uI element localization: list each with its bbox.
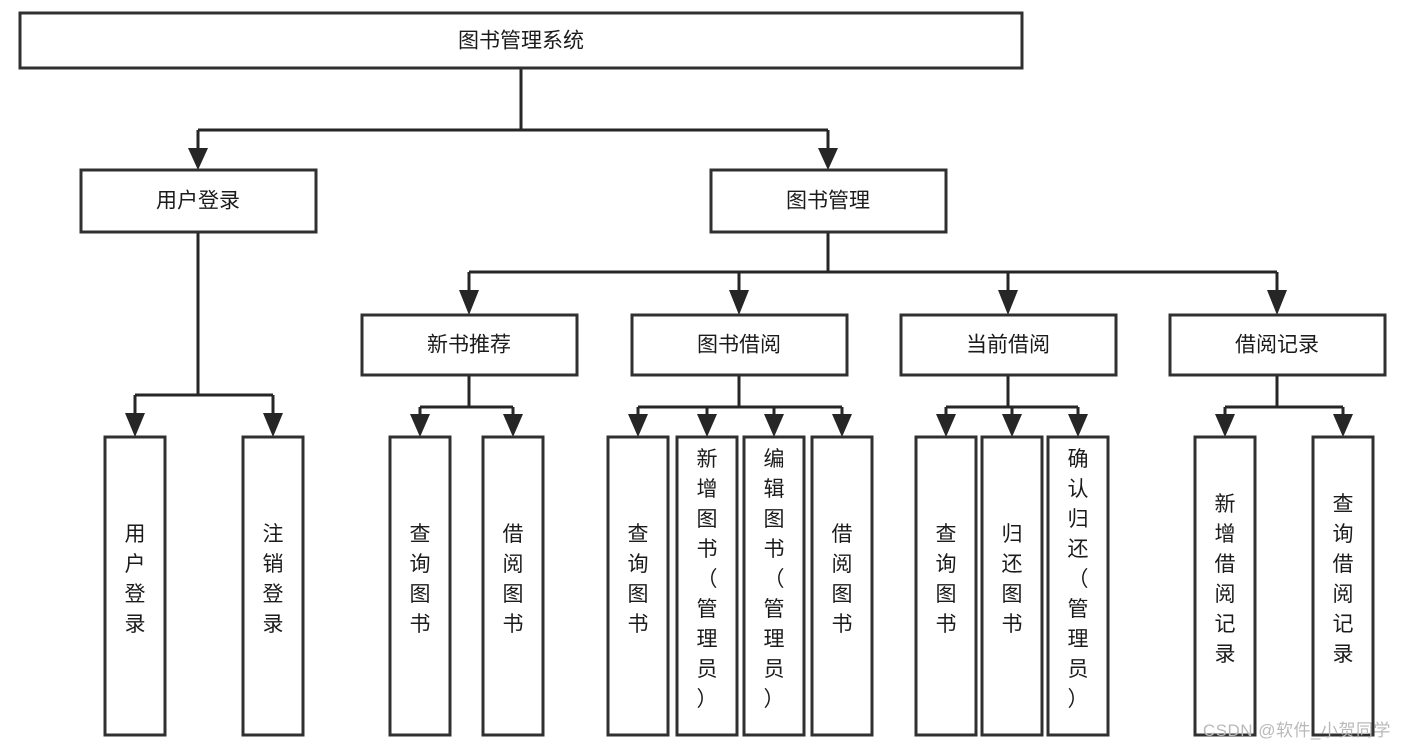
node-leaf-confirm-return-box[interactable] (1046, 435, 1110, 737)
node-leaf-query-book-1-box[interactable] (388, 435, 452, 737)
arrowhead-leaf-user-login (125, 413, 145, 437)
node-leaf-query-book-3-label: 查询图书 (936, 523, 957, 636)
node-leaf-borrow-book-2-label: 借阅图书 (832, 523, 853, 636)
node-leaf-add-book[interactable]: 新增图书（管理员） (675, 435, 739, 737)
node-leaf-borrow-book-2[interactable]: 借阅图书 (810, 435, 874, 737)
node-leaf-query-book-3[interactable]: 查询图书 (914, 435, 978, 737)
node-book-borrow-box[interactable] (630, 313, 849, 377)
edge-book-borrow-bus (636, 375, 844, 417)
arrowhead-user-login (188, 148, 208, 170)
arrowhead-leaf-return-book (1002, 414, 1022, 437)
node-leaf-query-book-2[interactable]: 查询图书 (606, 435, 670, 737)
node-leaf-user-login-box[interactable] (103, 435, 167, 737)
node-user-login-box[interactable] (79, 168, 318, 234)
node-book-manage[interactable]: 图书管理 (709, 168, 948, 234)
edge-borrow-record-bus (1223, 375, 1345, 417)
node-leaf-return-book-box[interactable] (980, 435, 1044, 737)
node-borrow-record-label: 借阅记录 (1235, 334, 1319, 357)
node-leaf-logout-box[interactable] (241, 435, 305, 737)
arrowhead-leaf-edit-book (764, 414, 784, 437)
arrowhead-leaf-borrow-book-1 (503, 414, 523, 437)
node-leaf-borrow-book-2-box[interactable] (810, 435, 874, 737)
node-current-borrow-box[interactable] (899, 313, 1118, 377)
node-leaf-borrow-book-1-label: 借阅图书 (503, 523, 524, 636)
arrowhead-current-borrow (998, 290, 1018, 315)
arrowhead-leaf-add-book (697, 414, 717, 437)
arrowhead-leaf-query-book-2 (628, 414, 648, 437)
arrowhead-book-manage (818, 148, 838, 170)
node-leaf-query-record-box[interactable] (1311, 435, 1375, 737)
node-new-book-rec-label: 新书推荐 (427, 334, 511, 357)
arrowhead-leaf-logout (263, 413, 283, 437)
arrowhead-leaf-query-book-1 (410, 414, 430, 437)
node-leaf-query-record[interactable]: 查询借阅记录 (1311, 435, 1375, 737)
node-leaf-add-record[interactable]: 新增借阅记录 (1193, 435, 1257, 737)
edge-user-login-bus (133, 232, 275, 415)
node-root-label: 图书管理系统 (458, 30, 584, 53)
node-leaf-query-book-2-box[interactable] (606, 435, 670, 737)
node-leaf-edit-book-box[interactable] (742, 435, 806, 737)
node-leaf-user-login-label: 用户登录 (125, 523, 146, 636)
node-leaf-borrow-book-1-box[interactable] (481, 435, 545, 737)
node-current-borrow-label: 当前借阅 (966, 334, 1050, 357)
node-new-book-rec-box[interactable] (360, 313, 579, 377)
arrowhead-book-borrow (729, 290, 749, 315)
node-leaf-logout-label: 注销登录 (263, 523, 284, 636)
node-borrow-record-box[interactable] (1168, 313, 1387, 377)
node-leaf-add-book-box[interactable] (675, 435, 739, 737)
edge-new-book-rec-bus (418, 375, 515, 417)
edge-root-bus (196, 68, 830, 148)
arrowhead-borrow-record (1267, 290, 1287, 315)
node-leaf-query-book-1[interactable]: 查询图书 (388, 435, 452, 737)
node-current-borrow[interactable]: 当前借阅 (899, 313, 1118, 377)
node-leaf-query-book-3-box[interactable] (914, 435, 978, 737)
arrowhead-leaf-add-record (1215, 414, 1235, 437)
node-user-login[interactable]: 用户登录 (79, 168, 318, 234)
edge-book-manage-bus (467, 232, 1279, 292)
node-leaf-return-book-label: 归还图书 (1002, 523, 1023, 636)
node-leaf-query-record-label: 查询借阅记录 (1333, 493, 1354, 666)
node-leaf-add-book-label: 新增图书（管理员） (697, 448, 718, 711)
node-leaf-logout[interactable]: 注销登录 (241, 435, 305, 737)
node-root[interactable]: 图书管理系统 (18, 11, 1024, 70)
arrowhead-new-book-rec (459, 290, 479, 315)
node-leaf-query-book-1-label: 查询图书 (410, 523, 431, 636)
node-book-manage-box[interactable] (709, 168, 948, 234)
node-leaf-confirm-return-label: 确认归还（管理员） (1068, 448, 1089, 711)
node-leaf-borrow-book-1[interactable]: 借阅图书 (481, 435, 545, 737)
node-leaf-query-book-2-label: 查询图书 (628, 523, 649, 636)
arrowhead-leaf-query-book-3 (936, 414, 956, 437)
node-leaf-confirm-return[interactable]: 确认归还（管理员） (1046, 435, 1110, 737)
node-root-box[interactable] (18, 11, 1024, 70)
node-leaf-add-record-label: 新增借阅记录 (1215, 493, 1236, 666)
edge-current-borrow-bus (944, 375, 1080, 417)
node-book-borrow-label: 图书借阅 (697, 334, 781, 357)
arrowhead-leaf-query-record (1333, 414, 1353, 437)
edges-layer (125, 68, 1353, 437)
node-leaf-add-record-box[interactable] (1193, 435, 1257, 737)
arrowhead-leaf-borrow-book-2 (832, 414, 852, 437)
node-leaf-edit-book-label: 编辑图书（管理员） (764, 448, 785, 711)
arrowhead-leaf-confirm-return (1068, 414, 1088, 437)
node-borrow-record[interactable]: 借阅记录 (1168, 313, 1387, 377)
node-book-borrow[interactable]: 图书借阅 (630, 313, 849, 377)
node-leaf-user-login[interactable]: 用户登录 (103, 435, 167, 737)
node-leaf-edit-book[interactable]: 编辑图书（管理员） (742, 435, 806, 737)
node-leaf-return-book[interactable]: 归还图书 (980, 435, 1044, 737)
node-book-manage-label: 图书管理 (786, 190, 870, 213)
node-new-book-rec[interactable]: 新书推荐 (360, 313, 579, 377)
node-user-login-label: 用户登录 (156, 190, 240, 213)
